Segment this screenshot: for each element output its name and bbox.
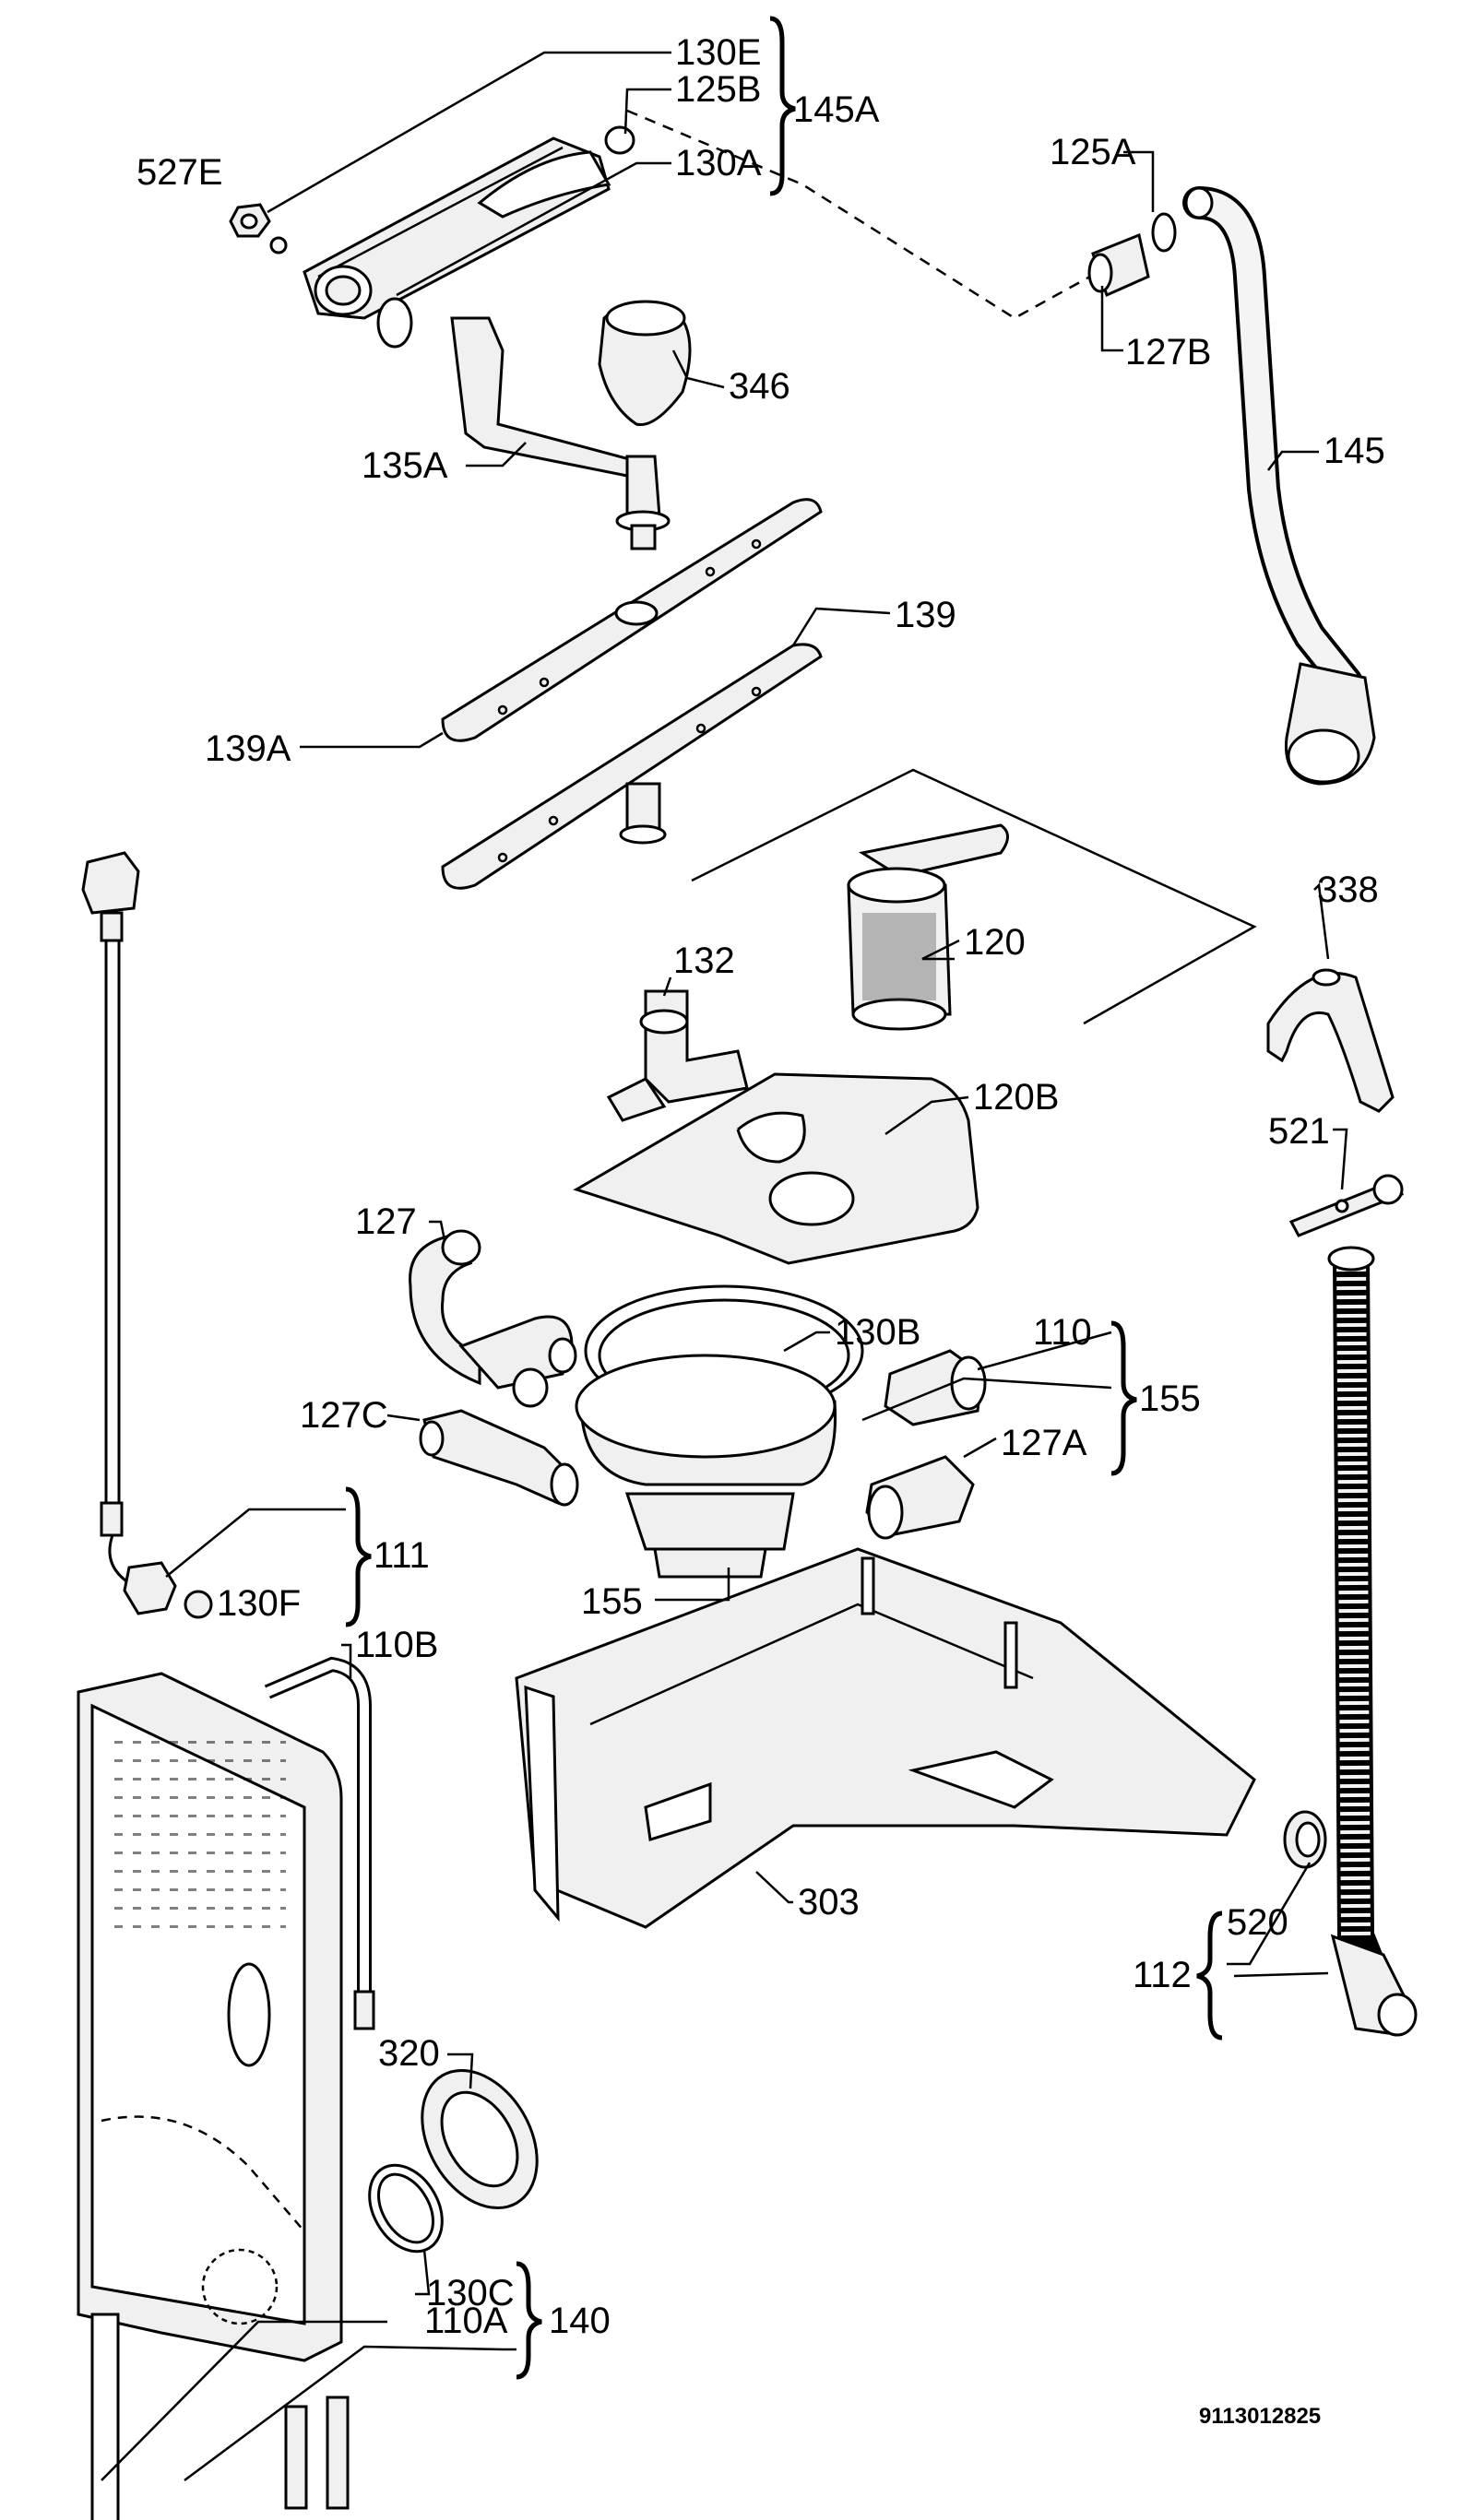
- label-127B: 127B: [1125, 332, 1211, 373]
- base-frame-303: [515, 1547, 1256, 1929]
- o-ring-130A: [376, 297, 413, 349]
- label-140: 140: [549, 2301, 611, 2341]
- label-130A: 130A: [675, 143, 762, 183]
- inlet-hose-111: [81, 851, 177, 1615]
- seal-125A: [1151, 212, 1177, 253]
- label-110: 110: [1033, 1312, 1092, 1353]
- arm-135A: [450, 316, 671, 550]
- label-527E: 527E: [137, 152, 222, 193]
- seal-320: [421, 2068, 539, 2210]
- drain-hose-112: [1327, 1246, 1418, 2037]
- leader-lines: [101, 51, 1348, 2482]
- label-520: 520: [1227, 1902, 1288, 1943]
- label-346: 346: [729, 366, 790, 407]
- label-303: 303: [798, 1882, 860, 1923]
- label-120: 120: [964, 922, 1026, 963]
- bracket-338: [1266, 968, 1395, 1113]
- hose-127: [409, 1229, 577, 1408]
- label-110B: 110B: [355, 1625, 438, 1665]
- spray-arm-139A: [441, 498, 823, 742]
- ventilation-grid: [111, 1733, 286, 1936]
- label-110A: 110A: [424, 2301, 508, 2341]
- washer: [269, 236, 288, 254]
- tube-110A: [284, 2396, 350, 2510]
- cover-346: [598, 300, 692, 427]
- filter-assembly-120: [691, 768, 1257, 1031]
- label-155-sump: 155: [581, 1581, 643, 1622]
- label-135A: 135A: [362, 445, 448, 486]
- label-338: 338: [1317, 870, 1379, 910]
- part-labels: 130E 125B 145A 130A 527E 125A 127B 346 1…: [137, 32, 1385, 2429]
- valve-132: [606, 989, 749, 1122]
- tube-110B: [264, 1656, 375, 2030]
- label-120B: 120B: [973, 1077, 1059, 1118]
- label-127: 127: [355, 1201, 417, 1242]
- sleeve-127A: [865, 1455, 975, 1540]
- washer-130F: [184, 1590, 213, 1619]
- label-111: 111: [374, 1535, 430, 1576]
- sleeve-110: [884, 1349, 987, 1426]
- label-125B: 125B: [675, 69, 761, 110]
- fitting-127B: [1087, 232, 1150, 298]
- label-130B: 130B: [835, 1312, 920, 1353]
- upper-spray-arm: [303, 136, 611, 320]
- supply-pipe-145: [1182, 186, 1376, 786]
- connection-dashed-line: [626, 109, 1108, 320]
- label-139A: 139A: [205, 728, 291, 769]
- label-112: 112: [1133, 1955, 1192, 1995]
- label-130F: 130F: [217, 1583, 301, 1624]
- label-139: 139: [895, 595, 956, 635]
- label-155-group: 155: [1139, 1378, 1201, 1419]
- ring-130C: [368, 2163, 444, 2254]
- filter-plate-120B: [573, 1072, 979, 1265]
- reference-number: 9113012825: [1199, 2404, 1321, 2429]
- label-132: 132: [673, 941, 735, 981]
- sump-155: [575, 1284, 864, 1579]
- label-145A: 145A: [793, 89, 880, 130]
- o-ring-125B: [604, 125, 635, 155]
- label-145: 145: [1324, 431, 1385, 471]
- clip-521: [1288, 1174, 1404, 1237]
- label-130E: 130E: [675, 32, 761, 73]
- hose-127C: [419, 1409, 579, 1507]
- nut-527E: [229, 203, 271, 238]
- label-125A: 125A: [1050, 132, 1136, 172]
- braces: [345, 16, 1223, 2380]
- label-127A: 127A: [1001, 1423, 1087, 1463]
- clamp-520: [1283, 1810, 1327, 1869]
- panel-140: [77, 1672, 343, 2520]
- spray-arm-139: [441, 643, 823, 890]
- label-130C: 130C: [426, 2273, 515, 2313]
- label-320: 320: [378, 2033, 440, 2074]
- label-521: 521: [1268, 1111, 1330, 1152]
- label-127C: 127C: [300, 1395, 388, 1436]
